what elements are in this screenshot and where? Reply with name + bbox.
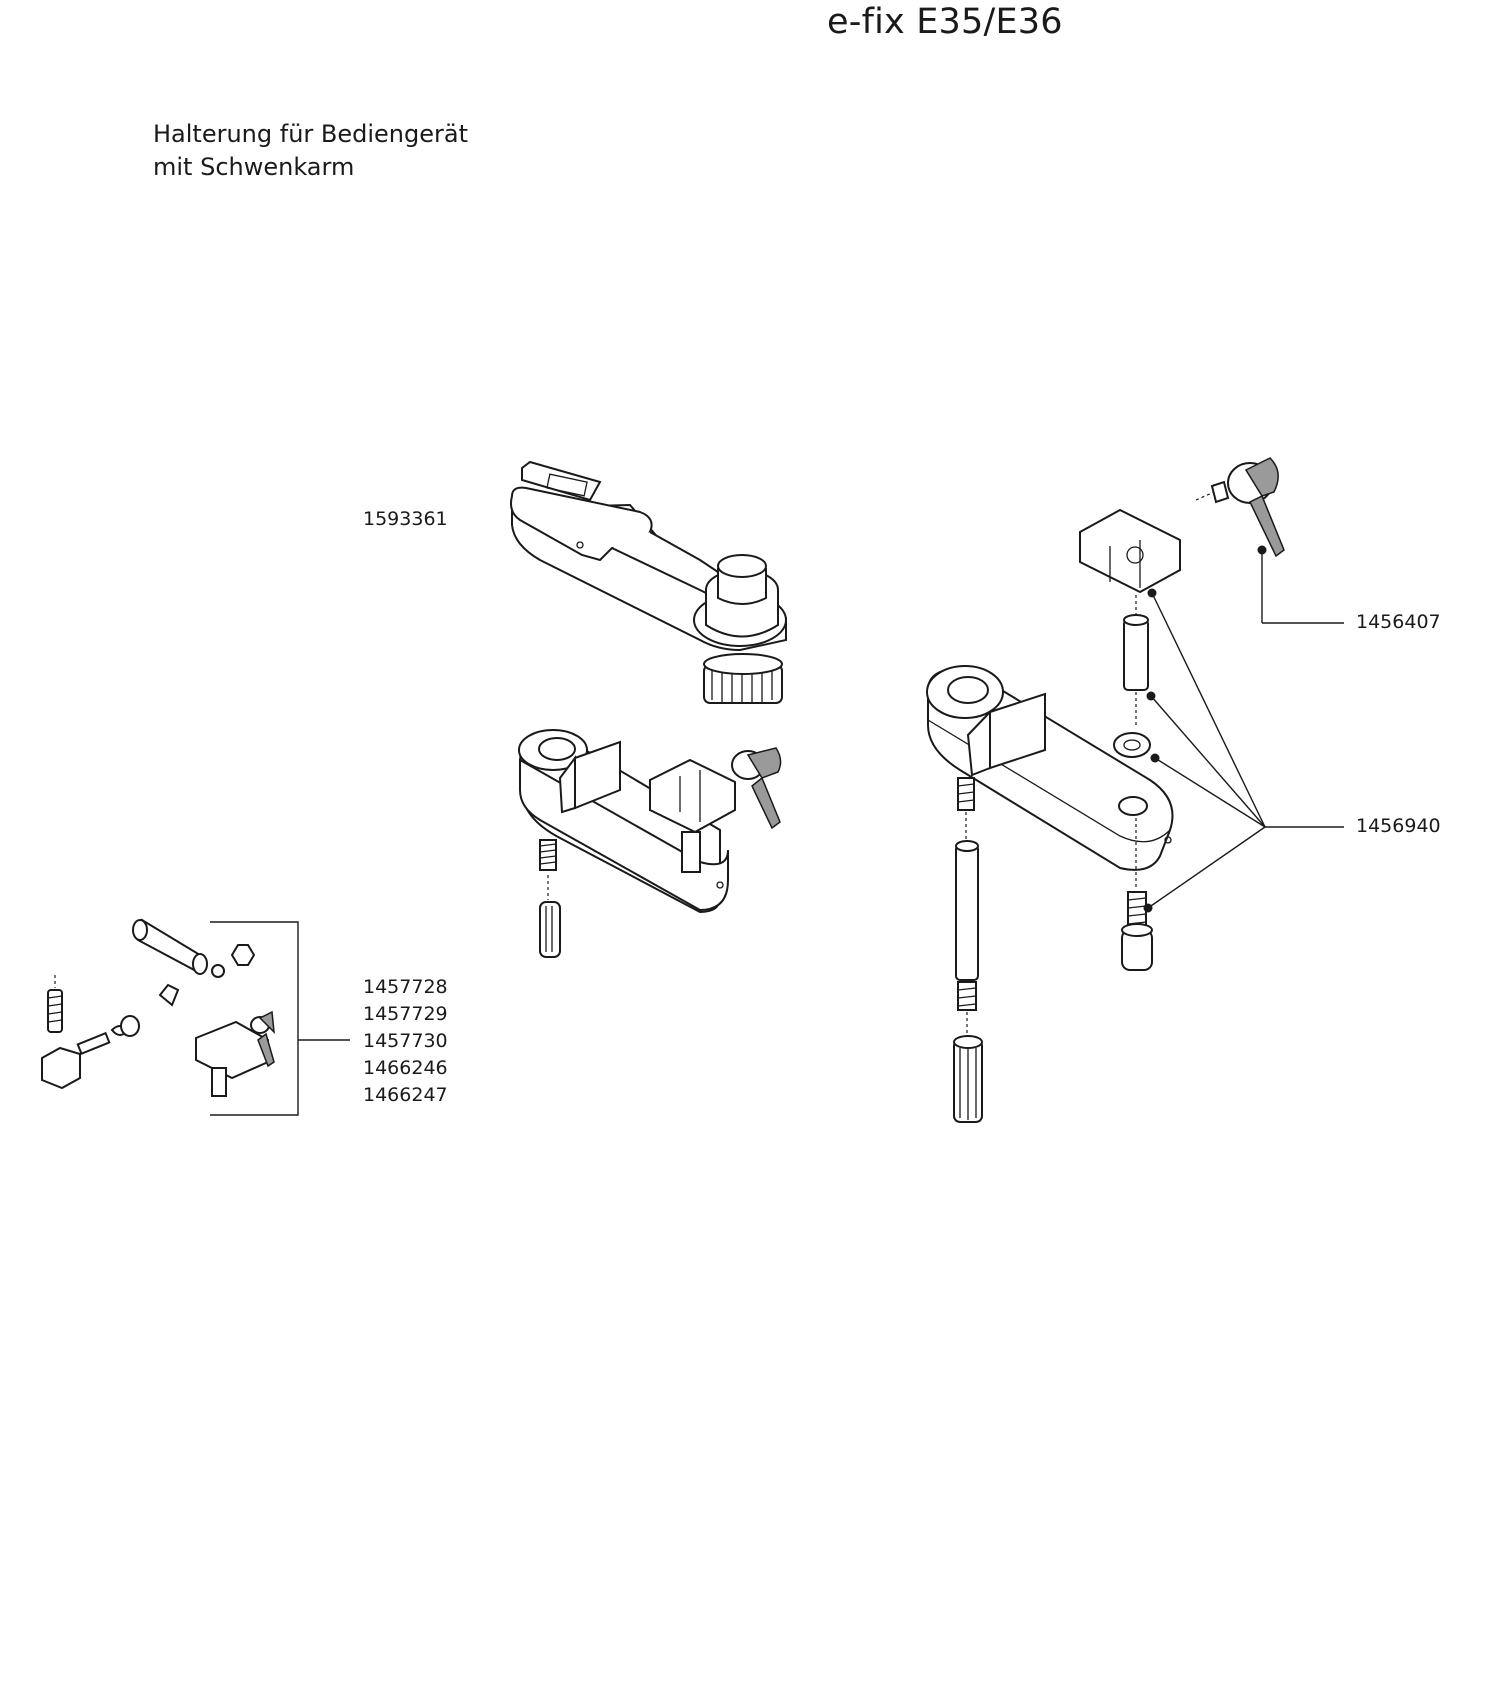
part-number-kit-4: 1466246 [363,1057,448,1079]
page-subtitle: Halterung für Bediengerät mit Schwenkarm [153,118,468,184]
part-number-clamp-lever: 1456407 [1356,611,1441,633]
part-number-kit-1: 1457728 [363,976,448,998]
leader-lines [210,545,1344,1116]
subtitle-line-1: Halterung für Bediengerät [153,120,468,148]
part-number-kit-5: 1466247 [363,1084,448,1106]
part-number-list-mounting-kit: 1457728 1457729 1457730 1466246 1466247 [363,974,448,1109]
page-title: e-fix E35/E36 [827,2,1063,42]
part-number-kit-2: 1457729 [363,1003,448,1025]
swivel-arm-icon [518,729,782,958]
part-number-mount-hardware: 1456940 [1356,815,1441,837]
exploded-arm-icon [926,457,1285,1123]
mounting-kit-icon [41,918,275,1097]
part-number-holder-clip: 1593361 [363,508,448,530]
subtitle-line-2: mit Schwenkarm [153,153,355,181]
holder-clip-icon [510,460,787,704]
part-number-kit-3: 1457730 [363,1030,448,1052]
